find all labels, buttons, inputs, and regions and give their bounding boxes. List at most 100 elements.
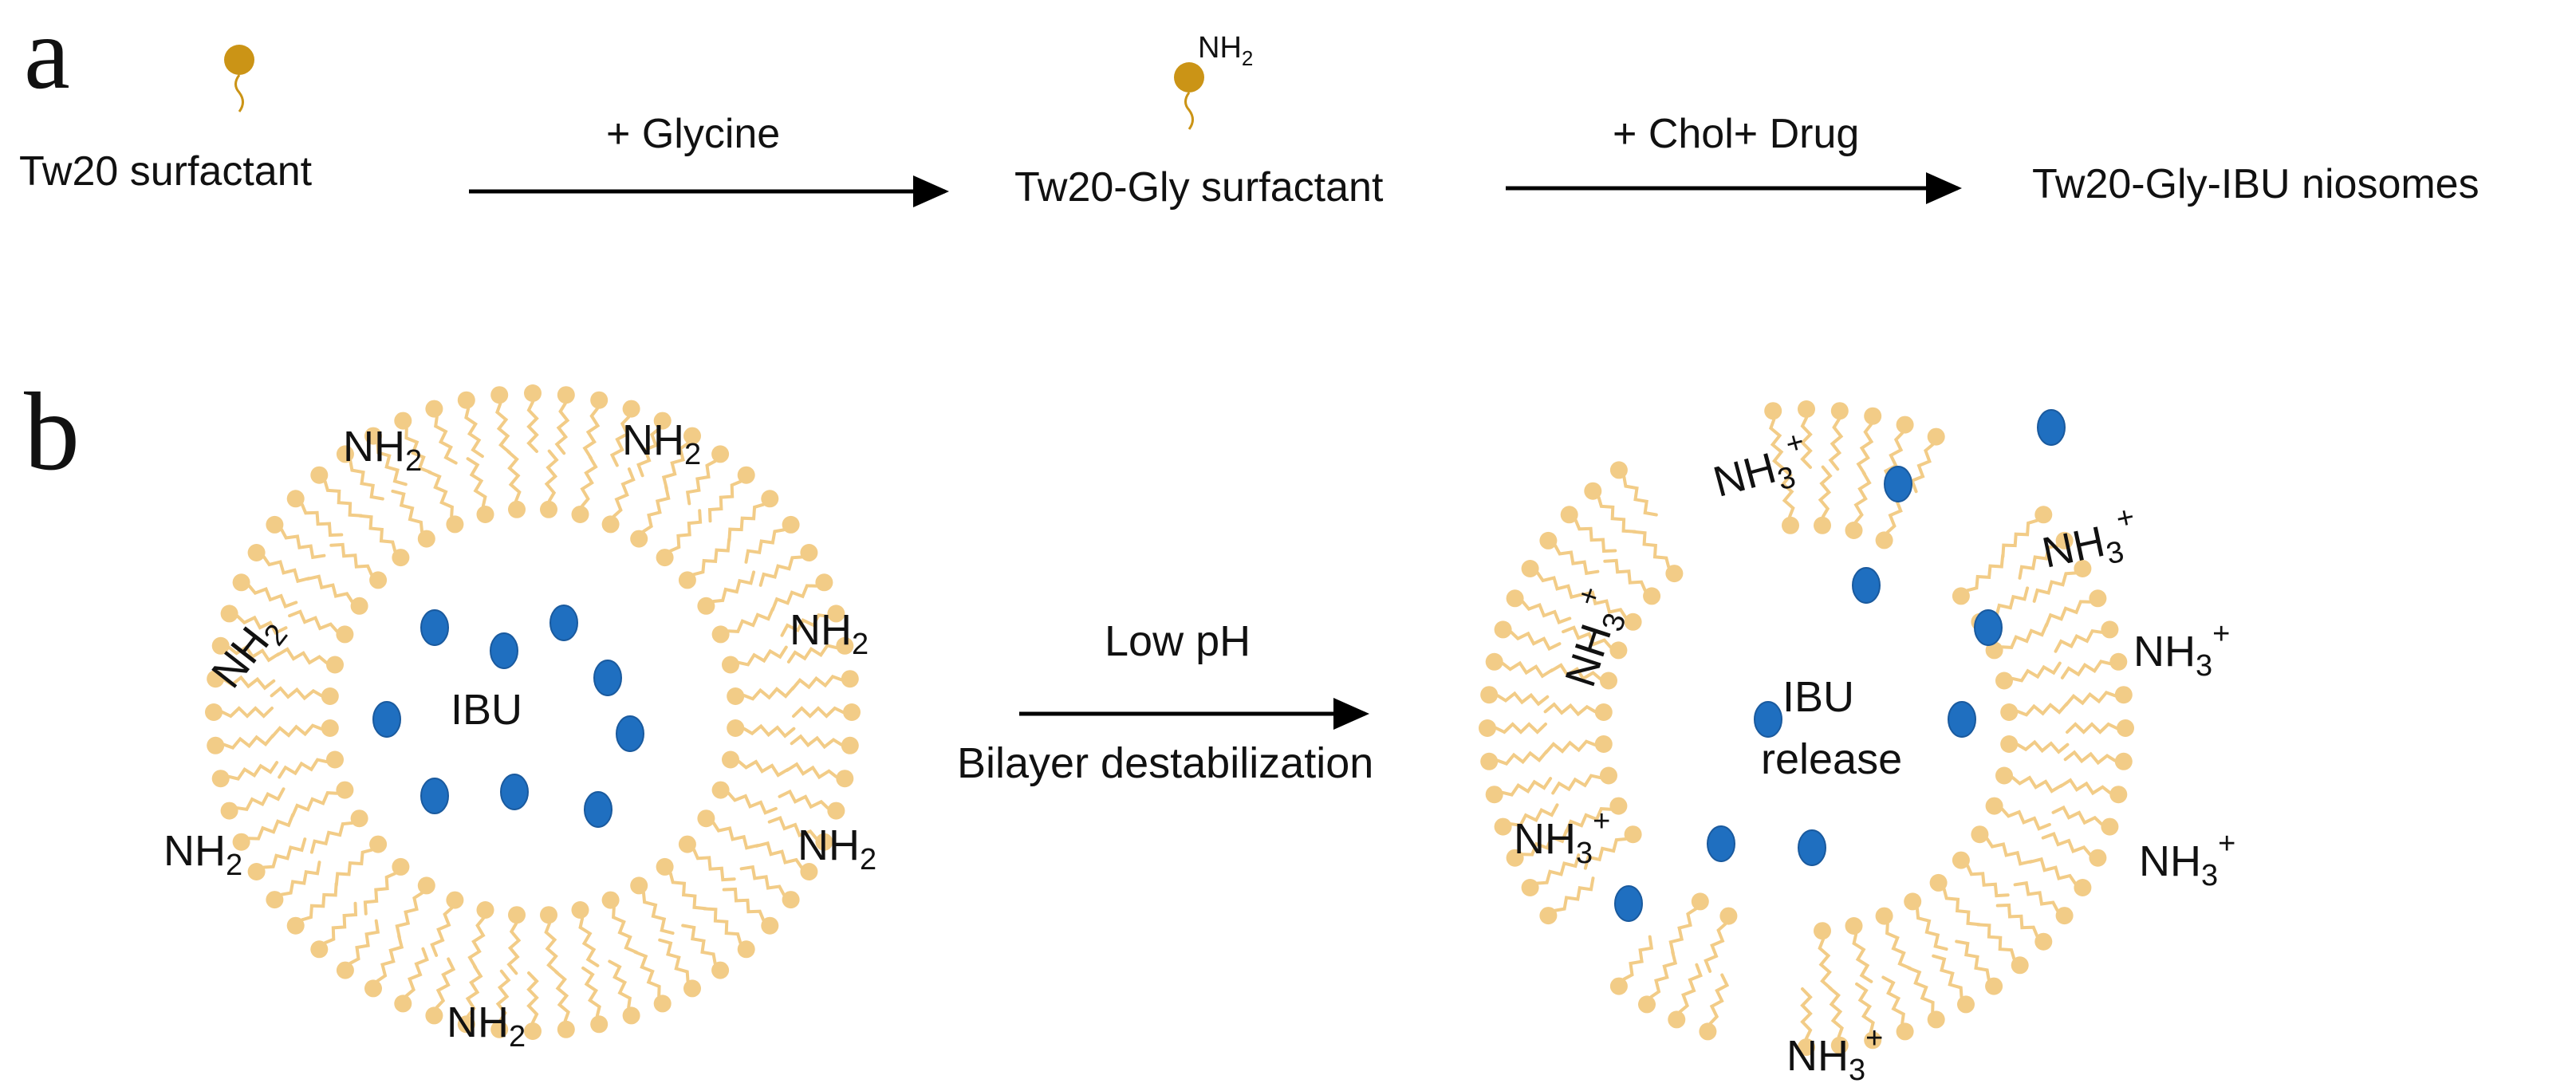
lipid-head — [1904, 892, 1922, 911]
lipid-head — [1594, 735, 1613, 753]
lipid-tail — [236, 614, 288, 636]
lipid-tail — [1818, 465, 1833, 518]
tw20-gly-surfactant-icon — [1174, 62, 1204, 130]
lipid-tail — [404, 947, 429, 998]
lipid-head — [457, 1015, 475, 1034]
tw20-surfactant-icon — [224, 45, 254, 112]
lipid-tail — [526, 971, 539, 1024]
lipid-tail — [1622, 935, 1654, 981]
lipid-tail — [300, 882, 338, 922]
lipid-tail — [2066, 722, 2118, 735]
lipid-head — [1624, 825, 1642, 844]
amine-group-label: NH2 — [447, 998, 526, 1054]
lipid-tail — [223, 675, 276, 691]
lipid-tail — [1501, 660, 1554, 679]
lipid-tail — [1780, 466, 1795, 518]
lipid-head — [211, 636, 230, 655]
lipid-tail — [1881, 975, 1905, 1025]
lipid-head — [446, 891, 464, 909]
lipid-head — [1798, 400, 1815, 418]
lipid-tail — [1828, 986, 1844, 1038]
lipid-tail — [270, 723, 323, 738]
lipid-tail — [404, 427, 432, 475]
lipid-head — [2114, 686, 2133, 704]
ibu-drug-molecule — [1948, 701, 1976, 738]
lipid-tail — [1769, 418, 1785, 471]
lipid-tail — [1856, 423, 1874, 476]
ibu-drug-molecule — [1707, 825, 1735, 862]
lipid-tail — [727, 791, 778, 815]
lipid-head — [1584, 482, 1602, 500]
lipid-head — [425, 400, 443, 418]
lipid-tail — [742, 723, 796, 738]
lipid-head — [508, 500, 526, 518]
lipid-head — [1691, 892, 1709, 911]
lipid-tail — [1597, 495, 1637, 534]
lipid-head — [1845, 917, 1863, 935]
lipid-head — [266, 515, 284, 534]
lipid-head — [653, 995, 672, 1013]
lipid-head — [369, 835, 388, 853]
lipid-head — [1665, 565, 1684, 583]
lipid-tail — [1818, 938, 1833, 991]
lipid-head — [711, 781, 730, 799]
ibu-drug-molecule — [490, 632, 518, 669]
lipid-tail — [1976, 923, 2016, 961]
lipid-tail — [358, 514, 397, 553]
lipid-tail — [1496, 691, 1550, 707]
lipid-tail — [581, 966, 601, 1018]
lipid-tail — [1649, 950, 1678, 998]
ammonium-group-label: NH3+ — [1514, 805, 1610, 870]
lipid-head — [1927, 1010, 1945, 1029]
lipid-tail — [2018, 544, 2059, 580]
lipid-head — [220, 802, 238, 820]
lipid-tail — [1916, 907, 1948, 951]
lipid-tail — [1622, 475, 1658, 517]
lipid-head — [2034, 506, 2053, 524]
lipid-tail — [466, 457, 487, 508]
lipid-tail — [1855, 982, 1875, 1034]
lipid-head — [653, 412, 672, 430]
lipid-tail — [1828, 418, 1844, 471]
lipid-head — [350, 809, 368, 828]
lipid-head — [656, 549, 674, 567]
lipid-head — [540, 500, 557, 518]
lipid-head — [761, 490, 779, 508]
lipid-tail — [506, 922, 522, 975]
ibu-drug-molecule — [584, 791, 612, 828]
lipid-tail — [434, 416, 458, 465]
lipid-tail — [668, 509, 703, 553]
lipid-tail — [2054, 629, 2103, 653]
lipid-tail — [2051, 805, 2103, 826]
tw20-gly-surfactant-label: Tw20-Gly surfactant — [1014, 164, 1384, 211]
lipid-head — [1506, 589, 1524, 608]
lipid-tail — [1521, 600, 1572, 624]
lipid-head — [841, 736, 859, 754]
lipid-tail — [770, 584, 818, 612]
lipid-head — [1594, 703, 1613, 721]
ibu-drug-molecule — [372, 701, 401, 738]
lipid-head — [2109, 786, 2128, 804]
lipid-head — [727, 687, 745, 705]
lipid-tail — [495, 969, 511, 1022]
lipid-tail — [300, 502, 344, 538]
lipid-tail — [2044, 600, 2092, 628]
lipid-tail — [1510, 630, 1562, 652]
ibu-drug-molecule — [420, 609, 449, 646]
lipid-tail — [1551, 774, 1602, 795]
lipid-tail — [1574, 518, 1617, 553]
lipid-tail — [2000, 807, 2051, 831]
lipid-head — [782, 515, 800, 534]
lipid-tail — [554, 402, 570, 455]
lipid-head — [2055, 907, 2074, 925]
lipid-tail — [1883, 431, 1904, 483]
lipid-head — [1845, 522, 1863, 539]
lipid-head — [737, 466, 755, 484]
lipid-head — [678, 835, 696, 853]
lipid-tail — [1510, 803, 1559, 827]
lipid-head — [843, 703, 861, 721]
lipid-head — [2055, 531, 2074, 549]
lipid-tail — [612, 906, 639, 955]
lipid-tail — [2000, 622, 2049, 649]
amine-group-label: NH2 — [790, 606, 869, 661]
